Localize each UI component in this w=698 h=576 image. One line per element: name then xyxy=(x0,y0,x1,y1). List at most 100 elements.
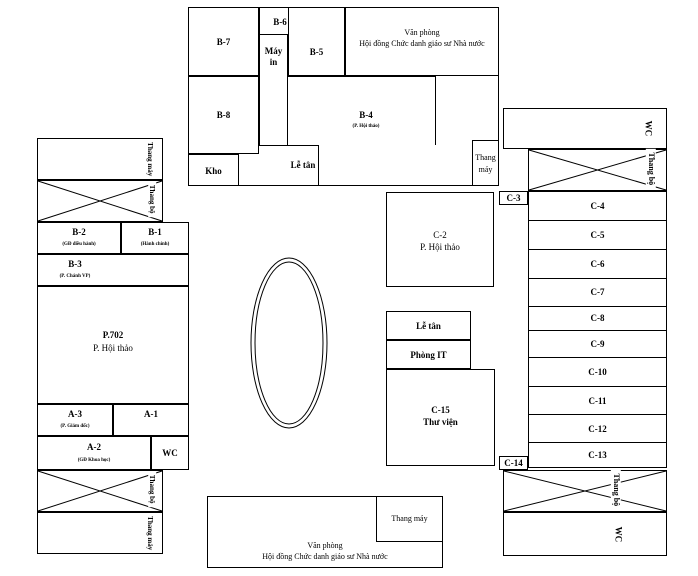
room-b4-label: B-4 xyxy=(359,110,373,120)
printer-label-line2: in xyxy=(269,57,278,67)
room-p702[interactable]: P.702 P. Hội thảo xyxy=(37,286,189,404)
room-p702-sublabel: P. Hội thảo xyxy=(93,343,133,353)
room-b2-sublabel: (GĐ điều hành) xyxy=(62,242,96,247)
printer-label-line1: Máy xyxy=(264,46,283,56)
atrium-ellipse xyxy=(250,257,328,429)
room-b6-label: B-6 xyxy=(273,17,287,27)
room-b5-label: B-5 xyxy=(309,47,324,57)
top-elevator[interactable]: Thang máy xyxy=(472,140,499,186)
left-stairs[interactable]: Thang bộ xyxy=(37,180,163,222)
bottom-elevator-label: Thang máy xyxy=(391,514,428,523)
center-reception[interactable]: Lễ tân xyxy=(386,311,471,340)
room-b4-sublabel: (P. Hội thảo) xyxy=(352,124,380,129)
room-b1-label: B-1 xyxy=(148,227,162,237)
room-c5[interactable]: C-5 xyxy=(528,220,667,250)
room-c2-sublabel: P. Hội thảo xyxy=(420,242,460,252)
room-b8[interactable]: B-8 xyxy=(188,76,259,154)
room-a3-sublabel: (P. Giám đốc) xyxy=(60,424,90,429)
it-room-label: Phòng IT xyxy=(410,350,447,360)
bottom-office-line1: Văn phòng xyxy=(307,541,343,550)
room-c7-label: C-7 xyxy=(590,287,605,297)
room-a2-sublabel: (GĐ Khoa học) xyxy=(77,458,111,463)
left-stairs-label: Thang bộ xyxy=(147,181,157,218)
room-a3[interactable]: A-3 (P. Giám đốc) xyxy=(37,404,113,436)
room-a2-label: A-2 xyxy=(87,442,101,452)
left-elevator-lower-label: Thang máy xyxy=(146,516,155,551)
right-stairs-bottom-label: Thang bộ xyxy=(611,469,621,510)
room-a2[interactable]: A-2 (GĐ Khoa học) xyxy=(37,436,151,470)
room-c2[interactable]: C-2 P. Hội thảo xyxy=(386,192,494,287)
room-c14[interactable]: C-14 xyxy=(499,456,528,470)
right-stairs-top-label: Thang bộ xyxy=(646,148,656,189)
room-c3-label: C-3 xyxy=(506,193,521,203)
left-elevator[interactable]: Thang máy xyxy=(37,138,163,180)
left-stairs-lower[interactable]: Thang bộ xyxy=(37,470,163,512)
left-stairs-lower-cross xyxy=(37,470,163,512)
storage-room[interactable]: Kho xyxy=(188,154,239,186)
bottom-elevator[interactable]: Thang máy xyxy=(376,496,443,542)
top-reception-label: Lễ tân xyxy=(290,160,316,170)
room-c9-label: C-9 xyxy=(590,339,605,349)
room-c15[interactable]: C-15 Thư viện xyxy=(386,369,495,466)
printer-area[interactable]: Máy in xyxy=(259,35,288,146)
room-c15-sublabel: Thư viện xyxy=(423,417,458,427)
room-b3-sublabel: (P. Chánh VP) xyxy=(59,274,91,279)
room-c4-label: C-4 xyxy=(590,201,605,211)
room-b1[interactable]: B-1 (Hành chính) xyxy=(121,222,189,254)
right-wc-bottom-label: WC xyxy=(613,526,624,543)
room-c8-label: C-8 xyxy=(590,313,605,323)
top-office-line2: Hội đồng Chức danh giáo sư Nhà nước xyxy=(359,39,485,48)
right-stairs-top-cross xyxy=(528,149,667,191)
left-elevator-lower[interactable]: Thang máy xyxy=(37,512,163,554)
room-a1[interactable]: A-1 xyxy=(113,404,189,436)
room-c9[interactable]: C-9 xyxy=(528,330,667,358)
room-c4[interactable]: C-4 xyxy=(528,191,667,221)
top-office[interactable]: Văn phòng Hội đồng Chức danh giáo sư Nhà… xyxy=(345,7,499,76)
right-stairs-bottom[interactable]: Thang bộ xyxy=(503,469,667,512)
bottom-office-line2: Hội đồng Chức danh giáo sư Nhà nước xyxy=(262,552,388,561)
room-c14-label: C-14 xyxy=(504,458,523,468)
room-c11[interactable]: C-11 xyxy=(528,386,667,415)
b4-lower-extension xyxy=(318,145,436,186)
room-c6[interactable]: C-6 xyxy=(528,249,667,279)
room-b8-label: B-8 xyxy=(216,110,231,120)
room-c13[interactable]: C-13 xyxy=(528,442,667,468)
it-room[interactable]: Phòng IT xyxy=(386,340,471,369)
room-b2-label: B-2 xyxy=(72,227,86,237)
room-b7-label: B-7 xyxy=(216,37,231,47)
top-elevator-line2: máy xyxy=(478,165,493,174)
right-stairs-bottom-cross xyxy=(503,470,667,512)
top-office-line1: Văn phòng xyxy=(404,28,440,37)
room-b1-sublabel: (Hành chính) xyxy=(140,242,170,247)
room-a1-label: A-1 xyxy=(144,409,158,419)
room-c2-label: C-2 xyxy=(433,230,447,240)
room-c5-label: C-5 xyxy=(590,230,605,240)
room-c10-label: C-10 xyxy=(588,367,607,377)
room-b3-label: B-3 xyxy=(68,259,82,269)
room-c8[interactable]: C-8 xyxy=(528,306,667,331)
right-wc-top[interactable]: WC xyxy=(503,108,667,149)
top-elevator-line1: Thang xyxy=(475,153,496,162)
room-c11-label: C-11 xyxy=(588,396,607,406)
right-wc-top-label: WC xyxy=(643,120,654,137)
right-stairs-top[interactable]: Thang bộ xyxy=(528,148,667,191)
room-c3[interactable]: C-3 xyxy=(499,191,528,205)
room-c6-label: C-6 xyxy=(590,259,605,269)
right-wc-bottom[interactable]: WC xyxy=(503,512,667,556)
room-b5[interactable]: B-5 xyxy=(288,7,345,76)
room-b3[interactable]: B-3 (P. Chánh VP) xyxy=(37,254,189,286)
room-p702-label: P.702 xyxy=(102,330,124,340)
left-wc-label: WC xyxy=(162,448,178,458)
room-c12-label: C-12 xyxy=(588,424,607,434)
left-wc[interactable]: WC xyxy=(151,436,189,470)
room-b7[interactable]: B-7 xyxy=(188,7,259,76)
left-stairs-lower-label: Thang bộ xyxy=(147,471,157,508)
storage-label: Kho xyxy=(205,166,222,176)
room-a3-label: A-3 xyxy=(68,409,82,419)
room-b2[interactable]: B-2 (GĐ điều hành) xyxy=(37,222,121,254)
room-c13-label: C-13 xyxy=(588,450,607,460)
room-c7[interactable]: C-7 xyxy=(528,278,667,307)
room-c10[interactable]: C-10 xyxy=(528,357,667,387)
room-c12[interactable]: C-12 xyxy=(528,414,667,443)
